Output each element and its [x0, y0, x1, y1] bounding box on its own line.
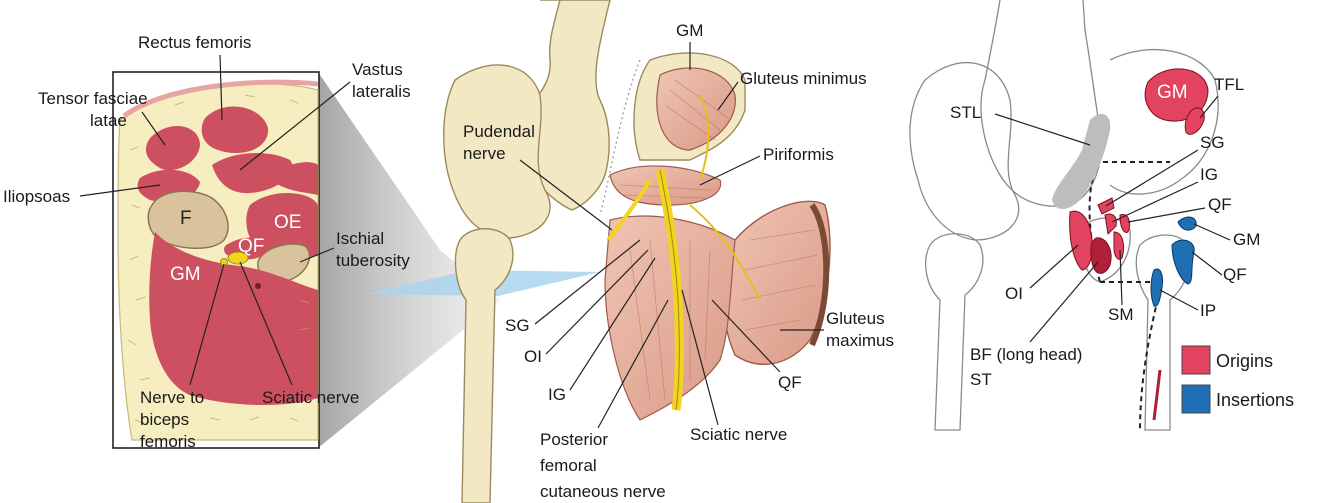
label-pudendal-2: nerve — [463, 144, 506, 163]
label-ip-c: IP — [1200, 301, 1216, 320]
skeleton-outline — [910, 0, 1218, 430]
ip-insertion — [1151, 269, 1163, 306]
label-nerve-biceps-3: femoris — [140, 432, 196, 451]
label-tensor-1: Tensor fasciae — [38, 89, 148, 108]
sm-origin — [1114, 232, 1124, 259]
label-qf-b: QF — [778, 373, 802, 392]
legend-origins-swatch — [1182, 346, 1210, 374]
leader-sg-c — [1106, 150, 1198, 206]
label-piriformis: Piriformis — [763, 145, 834, 164]
panel-c-origins-insertions: GM TFL STL SG IG QF GM QF OI SM IP BF (l… — [910, 0, 1294, 430]
dashed-linea-aspera — [1140, 290, 1160, 430]
label-posterior-2: femoral — [540, 456, 597, 475]
label-ischial-1: Ischial — [336, 229, 384, 248]
bf-st-origin — [1091, 238, 1111, 274]
label-gm-c: GM — [1157, 82, 1188, 103]
leader-oi-c — [1030, 245, 1078, 288]
label-gm-section: GM — [170, 264, 201, 285]
leader-piriformis — [700, 156, 760, 185]
label-qf-c1: QF — [1208, 195, 1232, 214]
label-gluteus-maximus-2: maximus — [826, 331, 894, 350]
gm-insertion — [1172, 240, 1194, 284]
label-qf-section: QF — [238, 236, 264, 257]
label-rectus-femoris: Rectus femoris — [138, 33, 251, 52]
legend-insertions-swatch — [1182, 385, 1210, 413]
legend-insertions-label: Insertions — [1216, 390, 1294, 410]
label-oi-c: OI — [1005, 284, 1023, 303]
panel-a-cross-section: F OE QF GM Rectus femoris Vastus lateral… — [3, 33, 500, 451]
label-sg-c: SG — [1200, 133, 1225, 152]
label-tfl: TFL — [1214, 75, 1244, 94]
label-sm-c: SM — [1108, 305, 1134, 324]
label-nerve-biceps-2: biceps — [140, 410, 189, 429]
label-oi-b: OI — [524, 347, 542, 366]
panel-b-posterior-hip: GM Gluteus minimus Pudendal nerve Pirifo… — [366, 0, 894, 503]
label-bf-2: ST — [970, 370, 992, 389]
left-femur-bone — [455, 229, 512, 503]
label-tensor-2: latae — [90, 111, 127, 130]
label-gluteus-maximus-1: Gluteus — [826, 309, 885, 328]
leader-gm-c2 — [1194, 224, 1230, 240]
label-vastus-1: Vastus — [352, 60, 403, 79]
ig-origin — [1105, 214, 1116, 234]
label-stl: STL — [950, 103, 981, 122]
label-vastus-2: lateralis — [352, 82, 411, 101]
label-qf-c2: QF — [1223, 265, 1247, 284]
label-posterior-3: cutaneous nerve — [540, 482, 666, 501]
qf-insertion-top — [1178, 217, 1196, 230]
label-f: F — [180, 208, 192, 229]
oi-origin — [1070, 211, 1093, 270]
label-ischial-2: tuberosity — [336, 251, 410, 270]
linea-aspera-origin — [1154, 370, 1160, 420]
label-bf-1: BF (long head) — [970, 345, 1082, 364]
label-ig-c: IG — [1200, 165, 1218, 184]
label-iliopsoas: Iliopsoas — [3, 187, 70, 206]
leader-ip-c — [1160, 290, 1198, 310]
label-pudendal-1: Pudendal — [463, 122, 535, 141]
label-sciatic-a: Sciatic nerve — [262, 388, 359, 407]
label-posterior-1: Posterior — [540, 430, 608, 449]
leader-qf-c2 — [1192, 252, 1222, 275]
label-gluteus-minimus: Gluteus minimus — [740, 69, 867, 88]
label-sg-b: SG — [505, 316, 530, 335]
label-gm-b: GM — [676, 21, 703, 40]
leader-ig-c — [1112, 182, 1198, 222]
label-ig-b: IG — [548, 385, 566, 404]
leader-bf — [1030, 262, 1098, 342]
label-sciatic-b: Sciatic nerve — [690, 425, 787, 444]
legend-origins-label: Origins — [1216, 351, 1273, 371]
label-oe: OE — [274, 212, 301, 233]
label-gm-c2: GM — [1233, 230, 1260, 249]
vessel-section — [255, 283, 261, 289]
label-nerve-biceps-1: Nerve to — [140, 388, 204, 407]
stl-ligament — [1052, 114, 1110, 209]
